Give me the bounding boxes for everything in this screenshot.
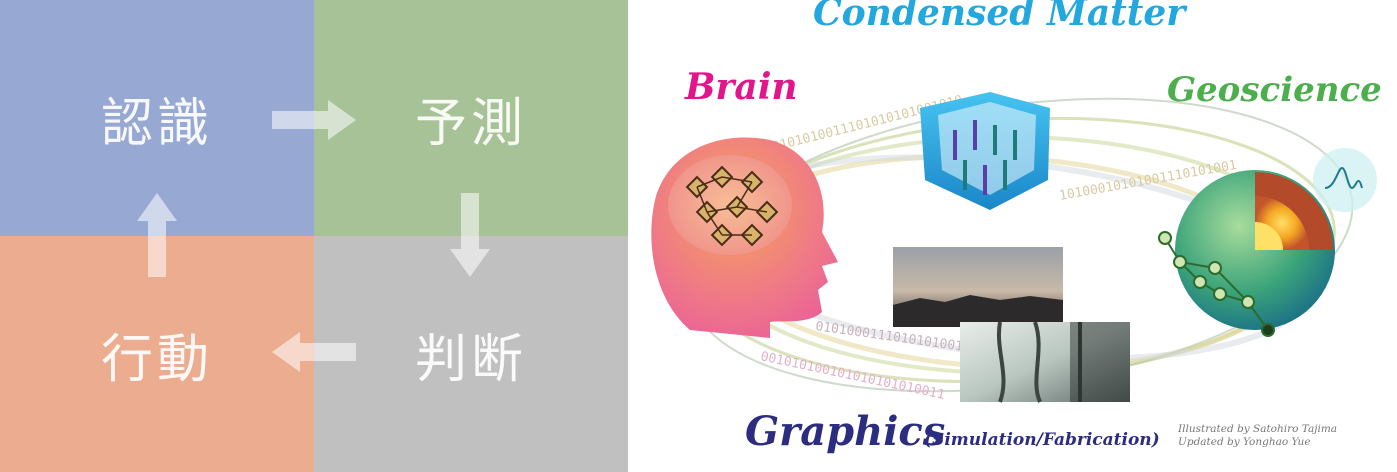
credit-illustrator: Illustrated by Satohiro Tajima — [1178, 423, 1338, 435]
geoscience-earth — [1158, 148, 1377, 337]
arrow-up-icon — [137, 193, 177, 277]
credit-updater: Updated by Yonghao Yue — [1178, 436, 1311, 448]
label-graphics: Graphics — [745, 408, 946, 455]
label-recognition: 認識 — [100, 93, 213, 154]
graphics-photos — [893, 247, 1130, 403]
label-action: 行動 — [100, 329, 213, 390]
label-judgment: 判断 — [414, 329, 527, 390]
brain-head — [651, 137, 838, 338]
arrow-down-icon — [450, 193, 490, 277]
condensed-matter-cube — [920, 92, 1050, 210]
label-brain: Brain — [685, 66, 798, 108]
label-graphics-sub: (Simulation/Fabrication) — [924, 430, 1160, 450]
label-geoscience: Geoscience — [1167, 70, 1382, 110]
illustration-graphic: 1010101010101010011101010101001010 10100… — [651, 92, 1377, 403]
quadrant-judgment: 判断 — [314, 236, 628, 472]
arrow-right-icon — [272, 100, 356, 140]
research-illustration: 1010101010101010011101010101001010 10100… — [628, 0, 1397, 472]
arrow-left-icon — [272, 332, 356, 372]
label-prediction: 予測 — [414, 93, 527, 154]
label-condensed-matter: Condensed Matter — [813, 0, 1186, 34]
